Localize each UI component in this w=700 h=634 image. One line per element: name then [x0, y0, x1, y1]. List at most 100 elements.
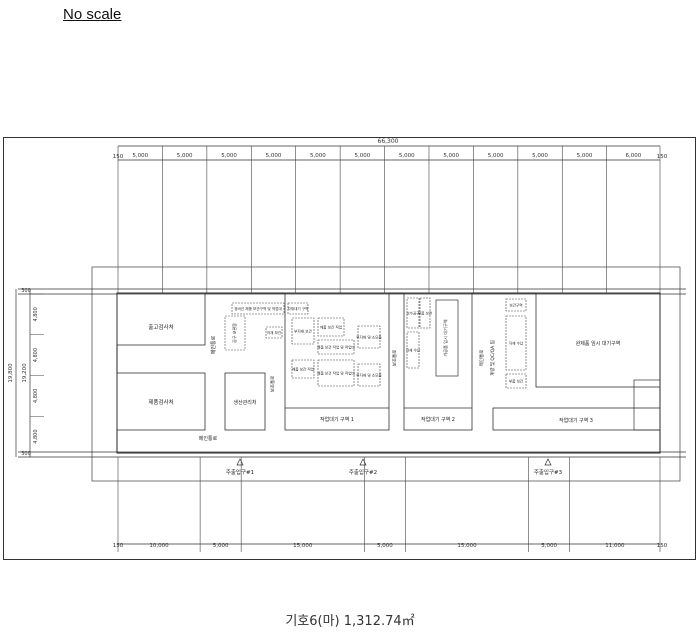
- scale-note: No scale: [63, 6, 122, 23]
- dim-side-total: 19,800: [8, 363, 14, 383]
- dim-bottom-1: 5,000: [213, 543, 229, 549]
- label-work-wait-2: 작업대기 구역 2: [421, 416, 455, 423]
- dim-top-11: 6,000: [625, 153, 641, 159]
- entrance-marker-1: [236, 458, 244, 466]
- label-work-wait-1: 작업대기 구역 1: [320, 416, 354, 423]
- label-product-inspection: 제품검사처: [148, 398, 173, 406]
- dim-top-9: 5,000: [532, 153, 548, 159]
- cluster-1-label-1: 자재대기 구역: [288, 306, 309, 311]
- dim-side-edge-bottom: 300: [21, 451, 31, 457]
- label-qc-area: 계량 및 QC/QA 팀: [489, 340, 496, 376]
- cluster-1-box-4: [317, 317, 345, 337]
- dim-top-2: 5,000: [221, 153, 237, 159]
- cluster-3-box-1: [505, 315, 527, 371]
- dim-bottom-0: 10,000: [149, 543, 169, 549]
- dim-top-3: 5,000: [266, 153, 282, 159]
- dim-bottom-6: 11,000: [605, 543, 625, 549]
- label-work-wait-3: 작업대기 구역 3: [559, 417, 593, 424]
- entrances: 주출입구#1 주출입구#2 주출입구#3: [226, 458, 563, 476]
- top-dimension-labels: 5,000 5,000 5,000 5,000 5,000 5,000 5,000 5,000…: [132, 153, 641, 159]
- cluster-1-box-6: [357, 325, 381, 349]
- cluster-2-box-0: [406, 297, 420, 329]
- entrance-label-1: 주출입구#1: [226, 468, 254, 476]
- dim-bottom-5: 5,000: [541, 543, 557, 549]
- cluster-2-box-2: [419, 297, 431, 329]
- dim-side-1: 4,800: [33, 348, 39, 362]
- label-finished-wait: 완제품 임시 대기구역: [576, 340, 621, 347]
- entrance-label-3: 주출입구#3: [534, 468, 563, 476]
- entrance-marker-2: [359, 458, 367, 466]
- label-aux-aisle: 보조통로: [270, 376, 276, 393]
- cluster-1-label-3: 부자재 보관: [294, 329, 312, 334]
- plan-frame: [3, 137, 696, 560]
- cluster-1-label-0: 장비선 제품 보관구역 및 작업대: [234, 306, 282, 311]
- plan-caption: 기호6(마) 1,312.74㎡: [285, 614, 415, 629]
- dim-top-10: 5,000: [577, 153, 593, 159]
- cluster-2-box-1: [406, 331, 420, 369]
- cluster-1-box-1: [287, 302, 309, 315]
- dim-bottom-4: 15,000: [457, 543, 477, 549]
- cluster-1-box-2: [265, 326, 283, 339]
- label-aux-aisle-2: 보조통로: [392, 350, 398, 367]
- dim-side-2: 4,800: [33, 389, 39, 403]
- cluster-1-label-4: 제품 보관 작업: [320, 325, 342, 330]
- bottom-dimension-labels: 10,000 5,000 15,000 5,000 15,000 5,000 11,000: [149, 543, 625, 549]
- dim-side-3: 4,800: [33, 429, 39, 443]
- dim-bottom-3: 5,000: [377, 543, 393, 549]
- cluster-1-box-3: [291, 317, 315, 345]
- label-main-aisle-horizontal: 메인통로: [199, 435, 218, 442]
- entrance-marker-3: [544, 458, 552, 466]
- dim-bottom-2: 15,000: [293, 543, 313, 549]
- cluster-1-box-9: [357, 363, 381, 387]
- label-main-aisle-2: 메인통로: [478, 350, 485, 367]
- site-outline: [91, 266, 681, 482]
- dim-side-edge-top: 300: [21, 288, 31, 294]
- cluster-1-label-8: 제품 보관 작업 및 작업대: [317, 371, 355, 376]
- label-tool-shelf: 공구 보관함: [231, 323, 237, 343]
- room-product-inspection: [116, 372, 206, 431]
- side-dimension-labels: 4,800 4,800 4,800 4,800: [30, 293, 44, 444]
- dim-top-7: 5,000: [443, 153, 459, 159]
- dim-top-edge-right: 150: [657, 154, 668, 160]
- room-temp-wait: [435, 299, 459, 377]
- cluster-1-label-6: 부자재 및 소모품: [356, 335, 382, 340]
- dim-total-width: 66,300: [378, 138, 399, 145]
- dim-top-1: 5,000: [177, 153, 193, 159]
- dim-side-inner: 19,200: [22, 363, 28, 383]
- cluster-1-label-9: 부자재 및 소모품: [356, 373, 382, 378]
- dim-top-4: 5,000: [310, 153, 326, 159]
- right-end-box: [633, 379, 661, 431]
- room-finished-wait: [535, 292, 661, 388]
- cluster-2-label-1: 자재 수납: [406, 348, 421, 353]
- column-grid-lines: [117, 146, 661, 552]
- dim-top-6: 5,000: [399, 153, 415, 159]
- cluster-1-box-5: [317, 339, 355, 355]
- dim-side-0: 4,800: [33, 307, 39, 321]
- cluster-3-label-0: 보관구역: [509, 303, 522, 308]
- cluster-1-label-5: 제품 보관 작업 및 작업대: [317, 345, 355, 350]
- dim-bottom-edge-right: 150: [657, 543, 668, 549]
- label-temp-wait: 가공품 임시 대기구역: [442, 319, 449, 356]
- label-main-aisle-vertical: 메인통로: [210, 335, 217, 354]
- dim-top-5: 5,000: [354, 153, 370, 159]
- room-inspection-out: [116, 292, 206, 346]
- label-inspection-out: 출고검사처: [148, 323, 173, 331]
- cluster-1-label-7: 제품 보관 작업: [292, 367, 314, 372]
- cluster-3-box-2: [505, 373, 527, 389]
- cluster-1-box-0: [231, 302, 285, 315]
- room-production-mgmt: [224, 372, 266, 431]
- dim-top-8: 5,000: [488, 153, 504, 159]
- cluster-1-box-8: [317, 359, 355, 387]
- room-work-wait-2: [403, 292, 473, 431]
- cluster-3-label-1: 자재 수납: [509, 341, 524, 346]
- cluster-3-label-2: 부품 보관: [509, 379, 524, 384]
- cluster-2-label-0: 보수공구: [406, 311, 420, 316]
- cluster-1-label-2: 자재 보관: [267, 330, 282, 335]
- tool-shelf-box: [224, 315, 246, 351]
- entrance-label-2: 주출입구#2: [349, 468, 377, 476]
- cluster-3-box-0: [505, 298, 527, 312]
